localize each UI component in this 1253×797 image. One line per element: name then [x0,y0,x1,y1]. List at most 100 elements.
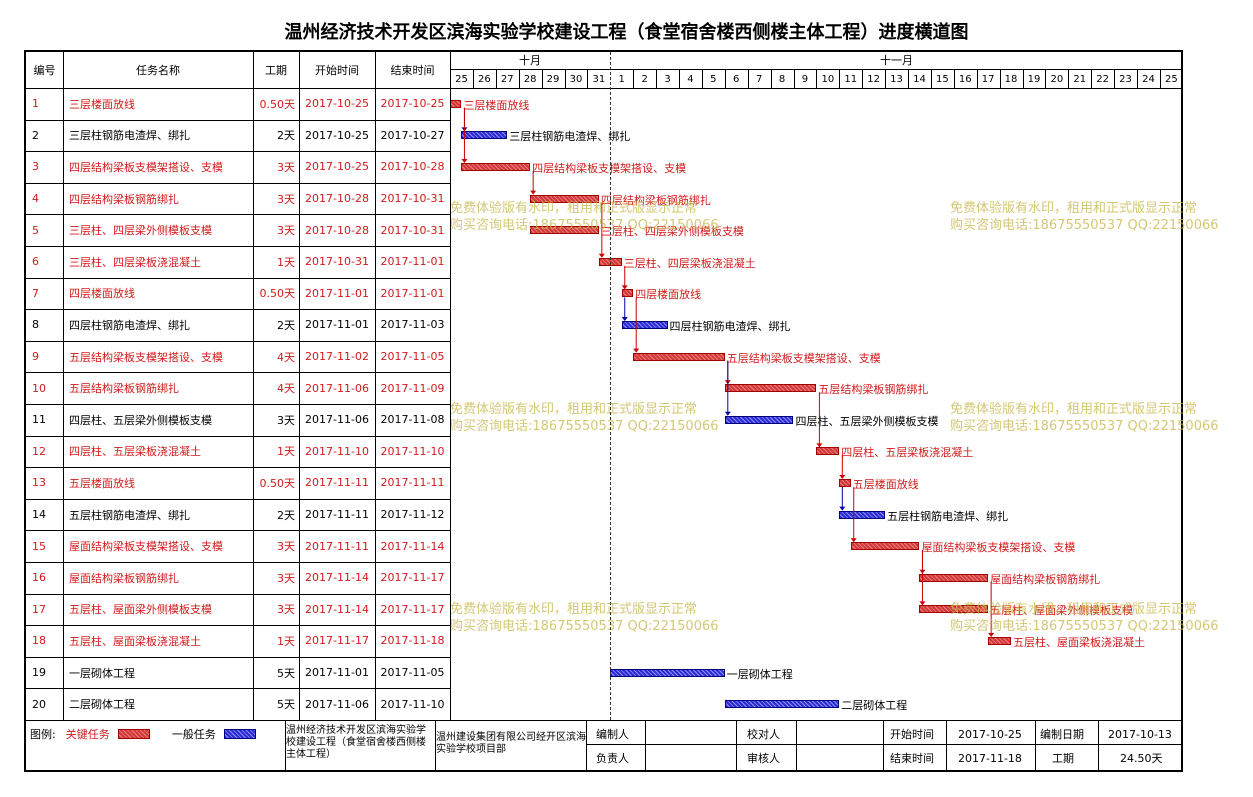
grid-hline [26,688,450,690]
task-end: 2017-11-09 [380,381,445,395]
task-end: 2017-11-08 [380,413,445,427]
chart-title: 温州经济技术开发区滨海实验学校建设工程（食堂宿舍楼西侧楼主体工程）进度横道图 [284,22,969,43]
gantt-bar [919,605,989,614]
task-end: 2017-10-28 [380,160,445,174]
grid-hline [26,720,1182,721]
grid-vline [1035,720,1036,772]
task-duration: 3天 [277,603,295,617]
grid-hline [26,593,450,595]
task-end: 2017-10-27 [380,128,445,142]
month-nov: 十一月 [880,54,913,67]
task-end: 2017-11-17 [380,571,445,585]
grid-vline [645,720,646,772]
gantt-bar [724,700,840,709]
grid-vline [885,70,887,88]
grid-vline [63,52,64,720]
table-frame [24,50,1183,772]
watermark: 免费体验版有水印，租用和正式版显示正常购买咨询电话:18675550537 QQ… [950,602,1219,634]
grid-vline [946,720,947,772]
day-label: 17 [981,73,995,85]
legend-critical-swatch [117,729,150,739]
grid-vline [1045,70,1047,88]
day-label: 13 [890,73,903,85]
grid-vline [747,70,749,88]
footer-date-value: 2017-10-13 [1108,727,1172,741]
task-start: 2017-11-06 [305,413,369,427]
task-duration: 5天 [277,698,295,712]
task-duration: 3天 [277,571,295,585]
grid-hline [26,530,450,532]
gantt-bar-label: 四层柱钢筋电渣焊、绑扎 [669,320,791,333]
day-label: 26 [477,73,491,85]
grid-vline [701,70,703,88]
day-label: 4 [687,73,694,85]
task-duration: 3天 [277,413,295,427]
grid-vline [839,70,841,88]
task-no: 9 [32,350,39,364]
day-label: 9 [801,73,809,85]
day-label: 20 [1050,73,1064,85]
grid-hline [26,404,450,405]
header-no: 编号 [33,64,56,77]
task-duration: 4天 [277,350,295,364]
task-name: 四层楼面放线 [69,287,135,301]
day-label: 28 [523,73,537,85]
gantt-bar [633,352,725,361]
footer-company: 温州建设集团有限公司经开区滨海实验学校项目部 [436,732,586,755]
task-name: 四层柱、五层梁外侧模板支模 [69,413,212,427]
day-label: 25 [1164,73,1178,85]
day-label: 21 [1073,73,1087,85]
grid-vline [1091,70,1093,88]
task-name: 一层砌体工程 [69,666,135,680]
grid-vline [796,720,797,772]
gantt-bar-label: 五层结构梁板钢筋绑扎 [818,383,929,397]
task-name: 屋面结构梁板支模架搭设、支模 [69,540,223,554]
day-label: 29 [546,73,560,85]
task-no: 19 [32,666,46,680]
task-start: 2017-11-01 [305,318,369,332]
day-label: 3 [664,73,671,85]
gantt-bar-label: 五层结构梁板支模架搭设、支模 [726,351,881,365]
watermark: 免费体验版有水印，租用和正式版显示正常购买咨询电话:18675550537 QQ… [450,602,719,634]
gantt-bar [988,637,1012,645]
grid-vline [999,70,1001,88]
task-duration: 3天 [277,192,295,206]
gantt-bar [724,384,817,393]
footer-owner-label: 负责人 [596,752,629,765]
gantt-bar-label: 四层结构梁板钢筋绑扎 [600,193,711,207]
day-label: 23 [1119,73,1132,85]
footer-checker-label: 校对人 [747,728,780,741]
task-no: 6 [32,255,39,269]
task-duration: 2天 [277,129,295,143]
task-no: 4 [32,192,39,206]
task-end: 2017-10-31 [380,192,445,206]
header-name: 任务名称 [136,64,180,77]
task-start: 2017-11-06 [305,381,369,395]
task-start: 2017-11-10 [305,444,369,458]
gantt-bar-label: 三层楼面放线 [463,98,530,112]
gantt-bar [621,321,668,329]
footer-date-label: 编制日期 [1040,728,1084,741]
task-no: 5 [32,223,39,237]
task-duration: 1天 [277,445,295,459]
gantt-bar [461,131,508,140]
task-start: 2017-11-14 [305,571,369,585]
task-name: 三层柱、四层梁板浇混凝土 [69,255,201,269]
task-end: 2017-11-05 [380,666,445,680]
watermark: 免费体验版有水印，租用和正式版显示正常购买咨询电话:18675550537 QQ… [450,201,719,233]
task-start: 2017-10-28 [305,192,369,206]
footer-reviewer-label: 审核人 [747,752,780,765]
gantt-bar-label: 五层柱钢筋电渣焊、绑扎 [887,509,1009,523]
legend-normal-label: 一般任务 [171,728,216,741]
task-end: 2017-11-12 [380,508,445,522]
task-duration: 3天 [277,540,295,554]
grid-hline [26,656,450,658]
header-start: 开始时间 [315,64,359,77]
task-no: 17 [32,602,46,616]
task-no: 18 [32,634,46,648]
task-no: 16 [32,571,46,585]
day-label: 19 [1027,73,1041,85]
grid-vline [375,52,376,720]
grid-hline [26,340,450,342]
gantt-bar [621,289,634,298]
